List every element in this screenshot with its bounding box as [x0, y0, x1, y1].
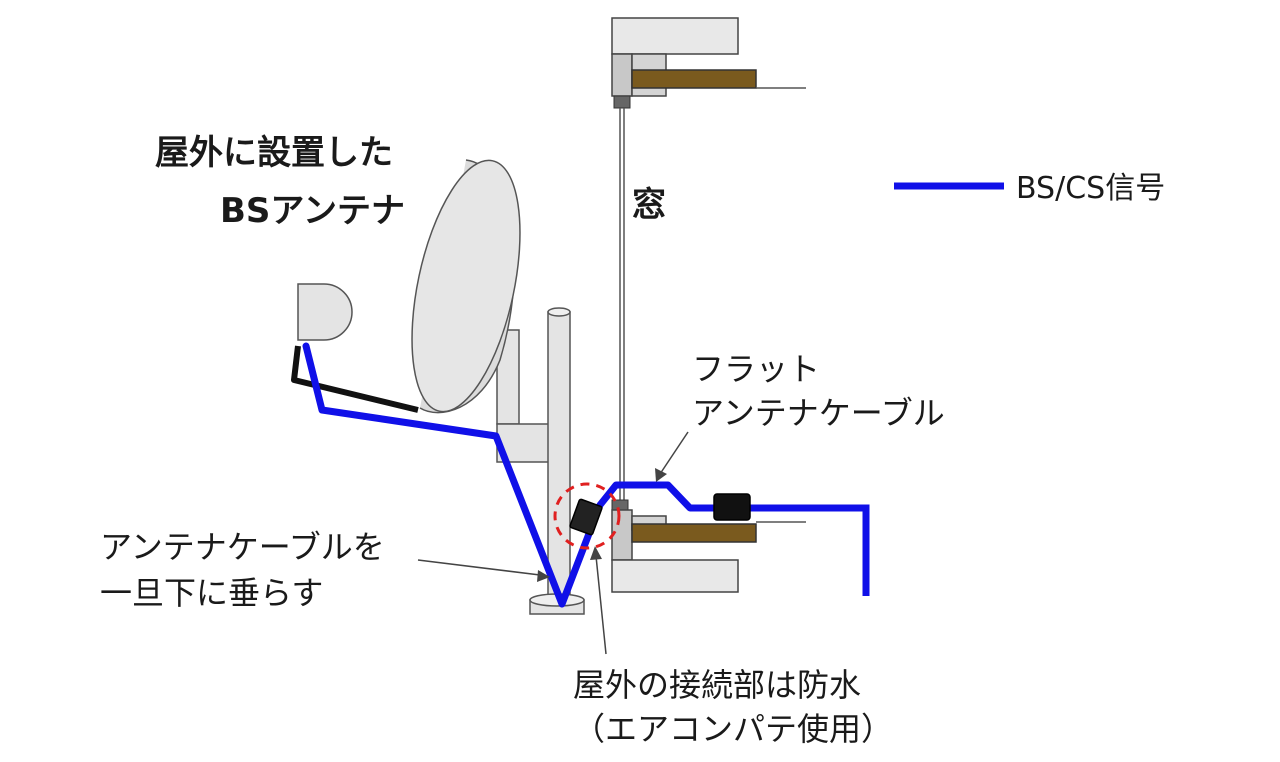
flat-cable-label-line2: アンテナケーブル	[692, 394, 945, 432]
lnb-converter	[297, 283, 353, 341]
indoor-connector	[713, 493, 751, 521]
flat-cable-pointer	[655, 431, 689, 482]
waterproof-marker-circle	[553, 482, 621, 550]
legend: BS/CS信号	[894, 171, 1165, 206]
drip-loop-pointer	[417, 559, 550, 582]
window-glass	[619, 108, 625, 500]
drip-loop-label-line1: アンテナケーブルを	[100, 528, 385, 566]
waterproof-pointer	[590, 546, 607, 655]
antenna-title-line2: BSアンテナ	[220, 191, 405, 231]
outdoor-connector	[569, 498, 603, 536]
bs-antenna-dish	[411, 159, 521, 414]
antenna-mount	[496, 307, 585, 615]
window-label: 窓	[632, 185, 666, 225]
flat-cable-label-line1: フラット	[692, 350, 820, 388]
legend-label: BS/CS信号	[1016, 171, 1165, 206]
waterproof-label-line2: （エアコンパテ使用）	[573, 710, 893, 748]
window-frame-bottom	[611, 499, 806, 593]
signal-cable	[302, 342, 726, 608]
signal-cable-indoor	[748, 504, 870, 596]
window-frame-top	[611, 17, 806, 109]
waterproof-label-line1: 屋外の接続部は防水	[573, 666, 861, 704]
lnb-arm	[291, 345, 419, 413]
drip-loop-label-line2: 一旦下に垂らす	[100, 574, 323, 612]
antenna-title-line1: 屋外に設置した	[155, 133, 393, 173]
